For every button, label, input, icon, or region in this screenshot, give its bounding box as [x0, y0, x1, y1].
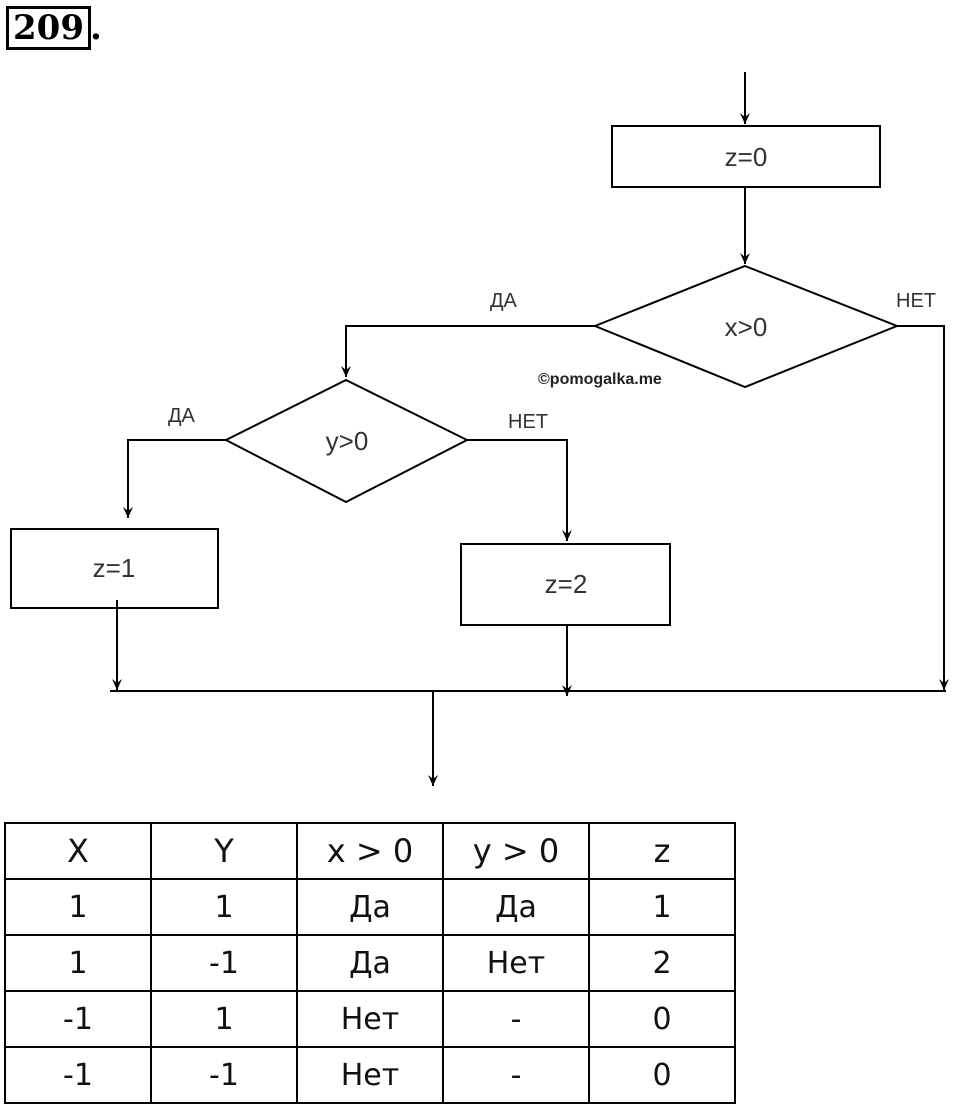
table-cell: Да [296, 934, 444, 992]
table-row: 1 1 Да Да 1 [4, 878, 736, 936]
block-z1 [10, 528, 219, 609]
table-cell: -1 [150, 1046, 298, 1104]
condition-y-text: y>0 [326, 426, 369, 456]
condition-y-diamond [223, 378, 470, 504]
table-cell: 1 [4, 934, 152, 992]
condition-x-diamond [592, 264, 900, 389]
table-row: -1 -1 Нет - 0 [4, 1046, 736, 1104]
table-cell: 0 [588, 990, 736, 1048]
table-cell: 0 [588, 1046, 736, 1104]
table-cell: 1 [150, 878, 298, 936]
header-x: X [4, 822, 152, 880]
block-z2-text: z=2 [545, 569, 588, 599]
table-cell: - [442, 990, 590, 1048]
table-row: -1 1 Нет - 0 [4, 990, 736, 1048]
start-block [611, 125, 881, 188]
start-block-text: z=0 [725, 142, 768, 172]
table-cell: Да [296, 878, 444, 936]
table-row: 1 -1 Да Нет 2 [4, 934, 736, 992]
table-cell: 2 [588, 934, 736, 992]
x-yes-label: ДА [490, 290, 518, 312]
y-no-branch [467, 439, 572, 541]
table-cell: Нет [296, 990, 444, 1048]
task-number: 209 [6, 6, 91, 50]
header-y: Y [150, 822, 298, 880]
table-cell: Да [442, 878, 590, 936]
header-x-condition: x > 0 [296, 822, 444, 880]
x-no-label: НЕТ [896, 290, 936, 312]
x-no-branch [897, 325, 949, 690]
y-no-label: НЕТ [508, 411, 548, 433]
task-number-dot: . [90, 8, 102, 48]
table-cell: Нет [296, 1046, 444, 1104]
table-cell: -1 [4, 990, 152, 1048]
table-cell: -1 [150, 934, 298, 992]
y-yes-branch [123, 439, 226, 518]
table-header-row: X Y x > 0 y > 0 z [4, 822, 736, 880]
table-cell: - [442, 1046, 590, 1104]
block-z1-text: z=1 [93, 553, 136, 583]
trace-table: X Y x > 0 y > 0 z 1 1 Да Да 1 1 -1 Да Не… [4, 822, 736, 1104]
table-cell: 1 [588, 878, 736, 936]
header-z: z [588, 822, 736, 880]
x-yes-branch [341, 325, 595, 377]
table-cell: 1 [4, 878, 152, 936]
y-yes-label: ДА [168, 405, 196, 427]
flowchart: z=0 x>0 ДА НЕТ ©pomogalka.me y>0 ДА НЕТ … [10, 72, 949, 786]
table-cell: Нет [442, 934, 590, 992]
block-z2 [460, 543, 671, 626]
condition-x-text: x>0 [725, 312, 768, 342]
table-cell: -1 [4, 1046, 152, 1104]
table-cell: 1 [150, 990, 298, 1048]
watermark: ©pomogalka.me [538, 371, 662, 388]
header-y-condition: y > 0 [442, 822, 590, 880]
